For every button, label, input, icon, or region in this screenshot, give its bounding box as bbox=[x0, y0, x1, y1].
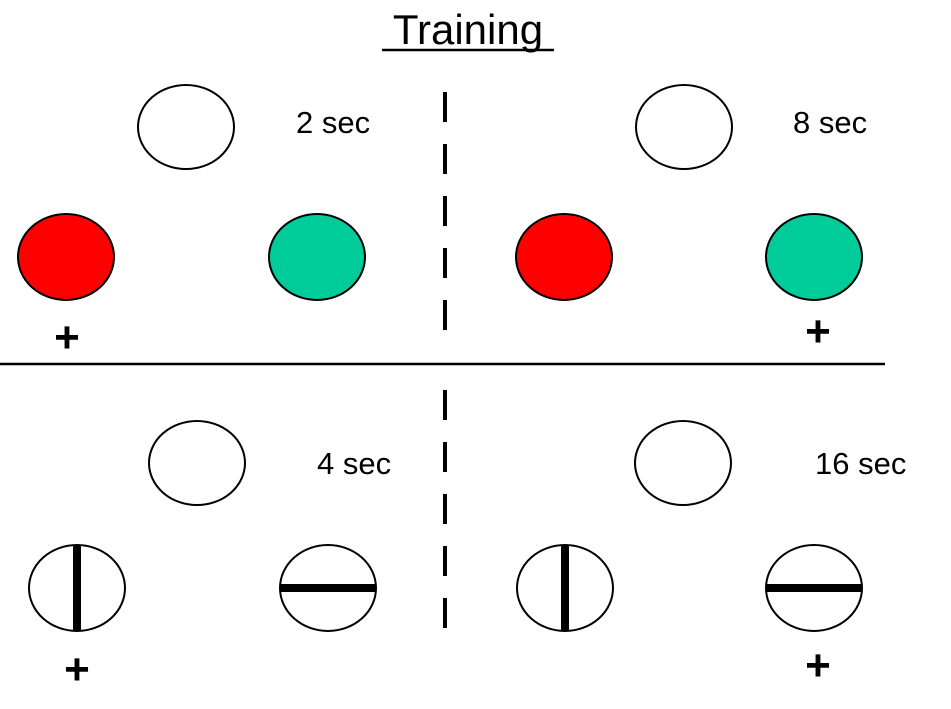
correct-marker: + bbox=[64, 645, 90, 694]
page-title: Training bbox=[393, 6, 543, 53]
panel-bottom-left: 4 sec + bbox=[28, 420, 391, 694]
right-choice bbox=[765, 544, 863, 632]
right-choice-circle bbox=[268, 213, 366, 301]
right-choice bbox=[279, 544, 377, 632]
sample-stimulus bbox=[634, 420, 732, 506]
sample-stimulus bbox=[137, 84, 235, 170]
panels: 2 sec +8 sec +4 sec +16 sec + bbox=[17, 84, 906, 694]
sample-stimulus bbox=[148, 420, 246, 506]
left-choice bbox=[515, 213, 613, 301]
right-choice-circle bbox=[765, 213, 863, 301]
duration-label: 8 sec bbox=[793, 105, 867, 140]
panel-top-left: 2 sec + bbox=[17, 84, 370, 362]
correct-marker: + bbox=[805, 307, 831, 356]
sample-stimulus bbox=[635, 84, 733, 170]
left-choice bbox=[17, 213, 115, 301]
duration-label: 4 sec bbox=[317, 446, 391, 481]
left-choice-circle bbox=[17, 213, 115, 301]
duration-label: 16 sec bbox=[815, 446, 906, 481]
correct-marker: + bbox=[54, 313, 80, 362]
left-choice bbox=[516, 544, 614, 632]
duration-label: 2 sec bbox=[296, 105, 370, 140]
left-choice-circle bbox=[515, 213, 613, 301]
left-choice bbox=[28, 544, 126, 632]
panel-bottom-right: 16 sec + bbox=[516, 420, 906, 690]
right-choice bbox=[765, 213, 863, 301]
panel-top-right: 8 sec + bbox=[515, 84, 867, 356]
correct-marker: + bbox=[805, 641, 831, 690]
right-choice bbox=[268, 213, 366, 301]
